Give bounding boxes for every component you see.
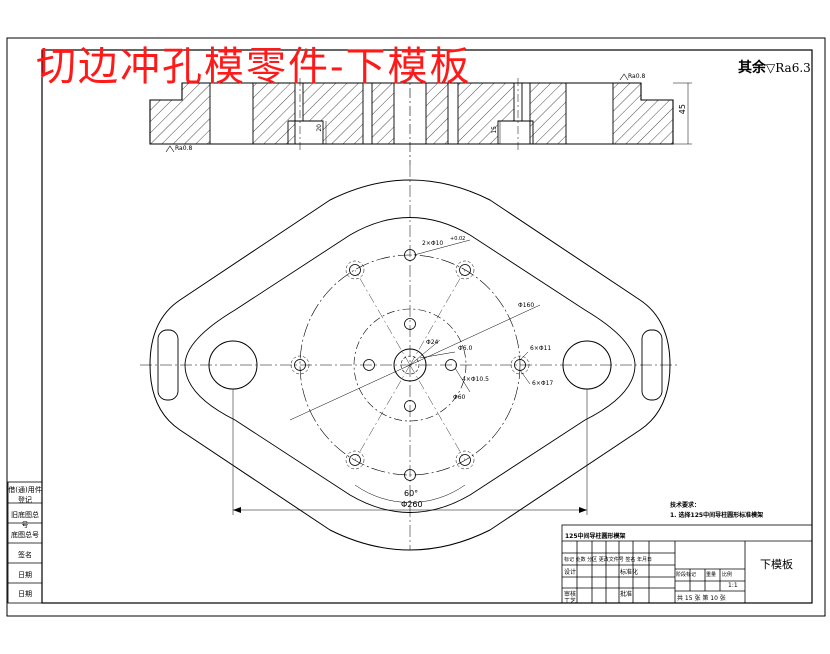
- roughness-top-right: Ra0.8: [628, 73, 646, 80]
- title-block-standard: 标准化: [620, 569, 639, 576]
- side-strip: [7, 481, 43, 604]
- tech-req-heading: 技术要求：: [670, 502, 701, 509]
- title-block-review: 审核: [564, 591, 577, 598]
- roughness-note-value: Ra6.3: [775, 61, 811, 75]
- title-block-process: 工艺: [564, 598, 577, 605]
- title-block-std: 125中间导柱圆形模架: [565, 533, 626, 540]
- plate-outline: [149, 179, 671, 551]
- dim-bolt-circle: Φ160: [518, 302, 535, 309]
- outer-frame: [6, 37, 826, 617]
- dim-angle: 60°: [404, 489, 419, 498]
- plan-view: [140, 165, 680, 551]
- section-view: [149, 70, 692, 165]
- dim-holes-6-large: 6×Φ17: [532, 380, 554, 387]
- bolt-holes: [290, 260, 530, 470]
- dim-holes-2-tol: +0.02: [450, 236, 466, 242]
- side-strip-cell-4: 签名: [18, 551, 32, 559]
- inner-frame: [41, 49, 813, 604]
- title-block-design: 设计: [564, 569, 577, 576]
- dim-pin-hole: Φ24: [426, 339, 439, 346]
- roughness-bottom-left: Ra0.8: [175, 145, 193, 152]
- title-block-approve: 批准: [620, 591, 633, 598]
- title-block-part-name: 下模板: [760, 558, 793, 571]
- title-block-scale: 1:1: [728, 582, 738, 589]
- title-block-stage: 阶段标记: [676, 572, 697, 578]
- title-block-ratio: 比例: [722, 572, 733, 578]
- dim-depth-left: 20: [316, 124, 323, 132]
- title-block-header-row: 标记 处数 分区 更改文件号 签名 年月日: [564, 557, 652, 563]
- dim-holes-4: 4×Φ10.5: [462, 376, 489, 383]
- dim-depth-right: 15: [491, 126, 498, 134]
- roughness-note: 其余▽Ra6.3: [738, 57, 811, 77]
- roughness-note-label: 其余: [738, 60, 766, 76]
- side-strip-cell-1: 借(通)用件登记: [8, 486, 42, 504]
- drawing-title: 切边冲孔模零件-下模板: [36, 44, 472, 90]
- tech-req-item: 1. 选择125中间导柱圆形标准模架: [670, 512, 764, 519]
- dim-holes-6-small: 6×Φ11: [530, 345, 552, 352]
- dim-circle-60: Φ60: [453, 394, 466, 401]
- side-strip-cell-3: 底图总号: [11, 531, 39, 539]
- title-block: [561, 524, 813, 604]
- dim-thickness: 45: [678, 104, 687, 115]
- title-block-sheet: 共 15 张 第 10 张: [677, 595, 726, 602]
- side-strip-cell-2: 旧底图总号: [11, 511, 39, 529]
- roughness-symbol-icon: ▽: [766, 61, 776, 75]
- dim-small-dia: Φ6.0: [458, 345, 473, 352]
- dim-holes-2: 2×Φ10: [422, 240, 444, 247]
- dim-overall-width: Φ260: [401, 500, 423, 509]
- side-strip-cell-6: 日期: [18, 590, 32, 598]
- side-strip-cell-5: 日期: [18, 571, 32, 579]
- title-block-weight: 重量: [706, 572, 717, 578]
